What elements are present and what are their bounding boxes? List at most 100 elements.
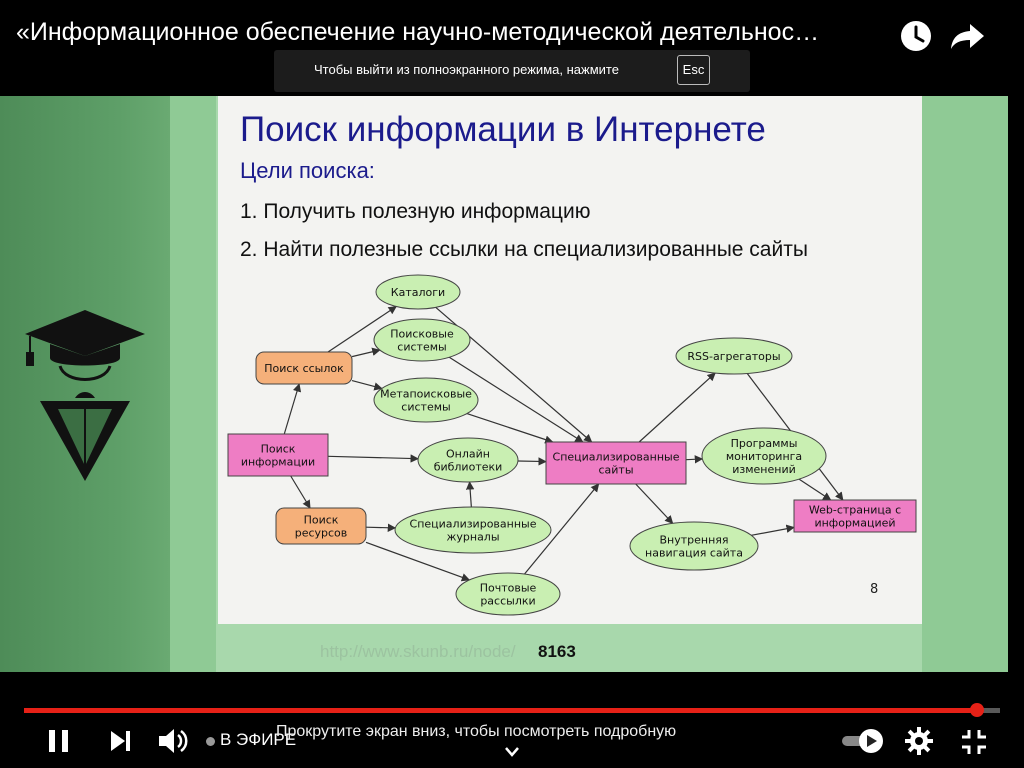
diagram-edge-search-links-to-catalogs <box>327 306 397 353</box>
diagram-node-label: RSS-агрегаторы <box>687 350 780 363</box>
diagram-node-label: Специализированные <box>410 518 537 531</box>
diagram-node-label: Поисковые <box>390 328 454 341</box>
diagram-node-label: Почтовые <box>480 582 537 595</box>
diagram-node-label: библиотеки <box>434 461 503 474</box>
diagram-node-shape <box>675 337 793 375</box>
diagram-node-shape <box>417 437 519 483</box>
diagram-node-shape <box>373 318 471 362</box>
next-icon[interactable] <box>108 728 134 754</box>
diagram-node-label: Поиск <box>304 514 339 527</box>
diagram-node-shape <box>545 441 687 485</box>
slide-left-panel <box>0 96 170 672</box>
diagram-node-catalogs: Каталоги <box>375 274 461 310</box>
diagram-node-shape <box>255 351 353 385</box>
diagram-node-label: ресурсов <box>295 527 348 540</box>
graduation-cap-logo-icon <box>25 310 145 481</box>
exit-fullscreen-icon[interactable] <box>960 728 988 756</box>
diagram-node-shape <box>394 506 552 554</box>
diagram-edge-special-sites-to-rss <box>638 372 716 443</box>
diagram-node-label: сайты <box>598 464 633 477</box>
esc-key-badge: Esc <box>677 55 710 85</box>
diagram-edge-mailing-lists-to-special-sites <box>523 483 600 575</box>
diagram-node-label: Метапоисковые <box>380 388 472 401</box>
volume-icon[interactable] <box>156 724 190 758</box>
slide-page-number: 8 <box>870 582 879 597</box>
diagram-node-rss: RSS-агрегаторы <box>675 337 793 375</box>
diagram-node-label: Специализированные <box>553 451 680 464</box>
scroll-hint-text: Прокрутите экран вниз, чтобы посмотреть … <box>276 723 677 740</box>
diagram-node-label: Поиск <box>261 443 296 456</box>
diagram-node-shape <box>275 507 367 545</box>
clock-icon[interactable] <box>898 18 934 54</box>
slide-goal-2: 2. Найти полезные ссылки на специализиро… <box>240 238 808 261</box>
diagram-node-label: Поиск ссылок <box>264 362 344 375</box>
diagram-node-label: Web-страница с <box>809 504 901 517</box>
diagram-edge-search-info-to-online-libraries <box>327 454 419 463</box>
diagram-node-shape <box>373 377 479 423</box>
diagram-node-label: информации <box>241 456 315 469</box>
diagram-edge-search-info-to-search-links <box>283 383 302 435</box>
diagram-node-shape <box>227 433 329 477</box>
fullscreen-exit-banner <box>274 50 750 92</box>
live-label[interactable]: В ЭФИРЕ <box>220 730 297 749</box>
slide-url-number: 8163 <box>538 642 576 661</box>
diagram-node-shape <box>375 274 461 310</box>
diagram-node-label: Программы <box>731 437 798 450</box>
diagram-edge-search-links-to-meta-search <box>351 380 383 391</box>
diagram-edge-monitoring-to-web-page <box>798 478 832 501</box>
diagram-edge-search-links-to-search-engines <box>351 347 381 358</box>
diagram-node-label: рассылки <box>480 595 535 608</box>
diagram-node-label: Онлайн <box>446 448 490 461</box>
slide-decor-stripe-right <box>922 96 1008 672</box>
video-title[interactable]: «Информационное обеспечение научно-метод… <box>16 18 820 46</box>
diagram-node-label: Внутренняя <box>659 534 728 547</box>
diagram-node-shape <box>701 427 827 485</box>
diagram-edge-special-journals-to-online-libraries <box>465 481 475 508</box>
diagram-node-label: навигация сайта <box>645 547 743 560</box>
slide-subtitle: Цели поиска: <box>240 158 375 183</box>
diagram-node-label: системы <box>397 341 446 354</box>
diagram-node-shape <box>793 499 917 533</box>
slide-decor-stripe <box>170 96 216 672</box>
slide-title: Поиск информации в Интернете <box>240 110 766 149</box>
diagram-node-label: системы <box>401 401 450 414</box>
diagram-node-shape <box>629 521 759 571</box>
diagram-edge-search-resources-to-special-journals <box>365 523 397 532</box>
diagram-edge-search-info-to-search-resources <box>290 475 311 509</box>
diagram-edge-internal-nav-to-web-page <box>751 524 795 536</box>
diagram-node-label: информацией <box>814 517 895 530</box>
diagram-edge-special-sites-to-internal-nav <box>635 483 674 524</box>
slide-goal-1: 1. Получить полезную информацию <box>240 200 591 223</box>
fullscreen-hint-text: Чтобы выйти из полноэкранного режима, на… <box>314 62 619 77</box>
diagram-edge-search-engines-to-special-sites <box>448 356 584 443</box>
live-indicator-dot <box>206 737 215 746</box>
progress-bar-fill <box>24 708 977 713</box>
chevron-down-icon[interactable] <box>503 745 521 759</box>
share-icon[interactable] <box>948 18 988 54</box>
diagram-node-label: мониторинга <box>726 450 802 463</box>
pause-icon[interactable] <box>46 728 72 754</box>
diagram-node-label: Каталоги <box>391 286 445 299</box>
slide: Поиск информации в Интернете Цели поиска… <box>218 96 922 624</box>
slide-url-text: http://www.skunb.ru/node/ <box>320 642 516 661</box>
progress-scrubber-handle[interactable] <box>969 703 984 717</box>
diagram-node-label: журналы <box>446 531 499 544</box>
diagram-node-shape <box>455 572 561 616</box>
diagram-edge-online-libraries-to-special-sites <box>517 457 547 466</box>
autoplay-toggle[interactable] <box>840 728 886 754</box>
diagram-edge-search-resources-to-mailing-lists <box>365 541 471 582</box>
video-frame[interactable]: Поиск информации в Интернете Цели поиска… <box>0 96 1008 672</box>
gear-icon[interactable] <box>904 726 934 756</box>
